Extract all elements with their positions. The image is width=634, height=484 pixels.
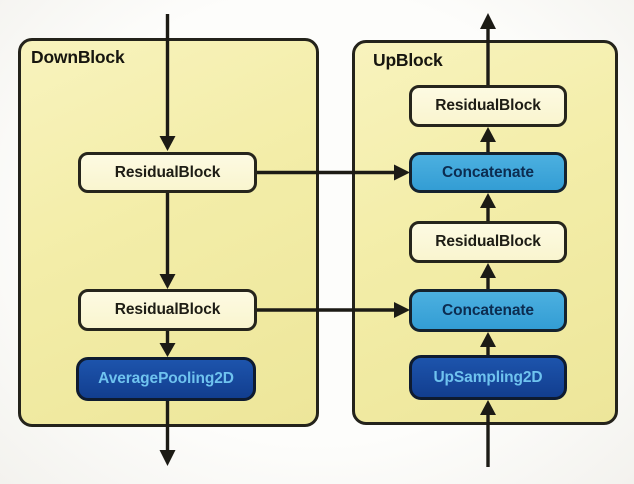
- downblock-title: DownBlock: [31, 47, 125, 67]
- arrow-concat1-to-residualtop: [480, 127, 496, 152]
- arrow-residual2-to-pooling: [159, 331, 176, 357]
- arrow-residual1-to-residual2: [159, 193, 176, 289]
- arrow-upblock-output: [480, 13, 496, 85]
- arrow-residualmid-to-concat1: [480, 193, 496, 221]
- arrow-downblock-input: [159, 14, 176, 151]
- upblock-title: UpBlock: [373, 50, 443, 70]
- node-averagepooling2d: AveragePooling2D: [76, 357, 256, 401]
- arrow-skip-residual1-to-concat1: [257, 164, 410, 181]
- arrow-concat2-to-residualmid: [480, 263, 496, 289]
- arrow-skip-residual2-to-concat2: [257, 302, 410, 318]
- node-upblock-residualblock-mid: ResidualBlock: [409, 221, 567, 263]
- node-concatenate-1: Concatenate: [409, 152, 567, 193]
- node-upsampling2d: UpSampling2D: [409, 355, 567, 400]
- arrow-upsampling-to-concat2: [480, 332, 496, 355]
- node-upblock-residualblock-top: ResidualBlock: [409, 85, 567, 127]
- arrow-upblock-input: [480, 400, 496, 467]
- node-downblock-residualblock-2: ResidualBlock: [78, 289, 257, 331]
- arrow-downblock-output: [159, 400, 176, 466]
- node-downblock-residualblock-1: ResidualBlock: [78, 152, 257, 193]
- node-concatenate-2: Concatenate: [409, 289, 567, 332]
